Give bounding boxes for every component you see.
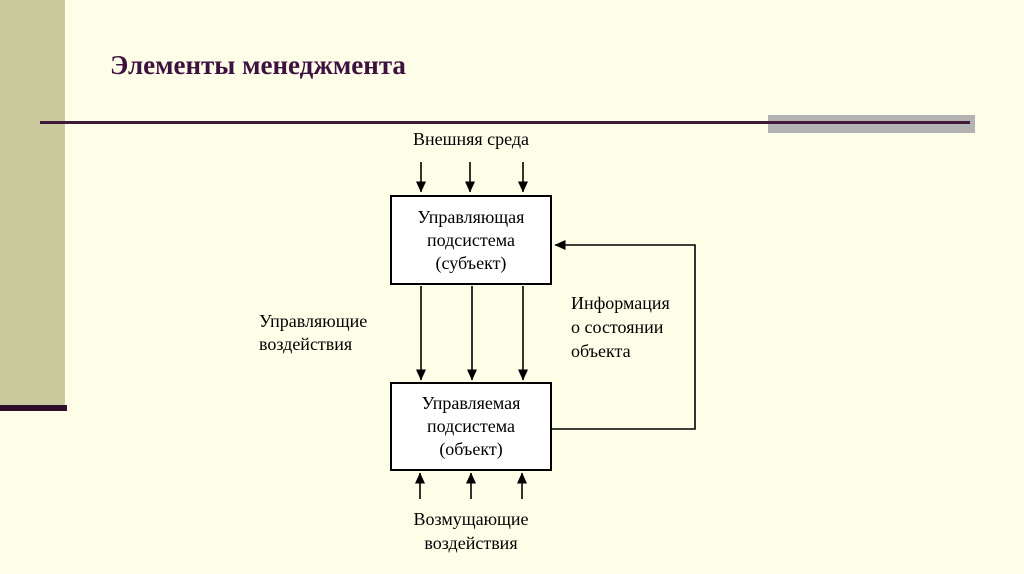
accent-band-underline (0, 405, 67, 411)
title-rule (40, 121, 970, 124)
feedback-info-label: Информация о состоянии объекта (571, 293, 670, 361)
title-rule-gray-bar (768, 115, 975, 133)
left-accent-band (0, 0, 65, 405)
disturbing-actions-label: Возмущающие воздействия (413, 509, 529, 553)
object-box: Управляемая подсистема (объект) (390, 382, 552, 471)
subject-box: Управляющая подсистема (субъект) (390, 195, 552, 285)
controlling-actions-label: Управляющие воздействия (259, 311, 368, 354)
slide-title: Элементы менеджмента (110, 50, 406, 80)
external-environment-label: Внешняя среда (412, 129, 530, 149)
